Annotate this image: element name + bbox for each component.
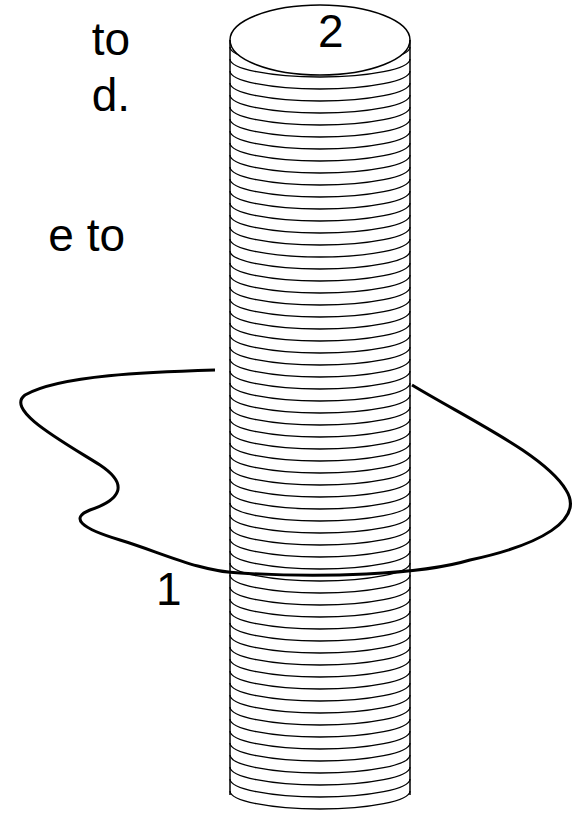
coil-turn <box>230 551 410 569</box>
solenoid-coils <box>230 47 410 809</box>
coil-turn <box>230 131 410 149</box>
coil-turn <box>230 359 410 377</box>
coil-turn <box>230 335 410 353</box>
coil-turn <box>230 443 410 461</box>
coil-turn <box>230 371 410 389</box>
coil-turn <box>230 287 410 305</box>
coil-turn <box>230 467 410 485</box>
coil-turn <box>230 539 410 557</box>
coil-turn <box>230 647 410 665</box>
coil-turn <box>230 155 410 173</box>
coil-turn <box>230 791 410 809</box>
coil-turn <box>230 731 410 749</box>
solenoid-side <box>229 40 231 795</box>
coil-turn <box>230 239 410 257</box>
coil-turn <box>230 575 410 593</box>
coil-turn <box>230 215 410 233</box>
coil-turn <box>230 263 410 281</box>
coil-turn <box>230 623 410 641</box>
coil-turn <box>230 395 410 413</box>
coil-turn <box>230 227 410 245</box>
coil-turn <box>230 203 410 221</box>
callout-number: 1 <box>156 566 182 612</box>
coil-turn <box>230 707 410 725</box>
coil-turn <box>230 611 410 629</box>
coil-turn <box>230 779 410 797</box>
coil-turn <box>230 119 410 137</box>
coil-turn <box>230 431 410 449</box>
coil-turn <box>230 311 410 329</box>
coil-turn <box>230 407 410 425</box>
coil-turn <box>230 671 410 689</box>
coil-turn <box>230 191 410 209</box>
coil-turn <box>230 527 410 545</box>
coil-turn <box>230 299 410 317</box>
coil-turn <box>230 767 410 785</box>
callout-number: 2 <box>318 8 344 54</box>
coil-turn <box>230 83 410 101</box>
coil-turn <box>230 107 410 125</box>
coil-turn <box>230 323 410 341</box>
coil-turn <box>230 167 410 185</box>
text-fragment: to <box>92 16 130 62</box>
coil-turn <box>230 455 410 473</box>
coil-turn <box>230 587 410 605</box>
coil-turn <box>230 143 410 161</box>
wire-loop <box>21 370 571 575</box>
coil-turn <box>230 179 410 197</box>
coil-turn <box>230 491 410 509</box>
coil-turn <box>230 503 410 521</box>
solenoid-top <box>230 5 410 75</box>
coil-turn <box>230 275 410 293</box>
coil-turn <box>230 599 410 617</box>
coil-turn <box>230 419 410 437</box>
coil-turn <box>230 755 410 773</box>
coil-turn <box>230 743 410 761</box>
coil-turn <box>230 695 410 713</box>
coil-turn <box>230 659 410 677</box>
coil-turn <box>230 515 410 533</box>
coil-turn <box>230 347 410 365</box>
coil-turn <box>230 683 410 701</box>
coil-turn <box>230 95 410 113</box>
solenoid-side <box>409 40 411 795</box>
text-fragment: e to <box>48 212 125 258</box>
coil-turn <box>230 251 410 269</box>
text-fragment: d. <box>92 72 130 118</box>
coil-turn <box>230 383 410 401</box>
coil-turn <box>230 479 410 497</box>
coil-turn <box>230 635 410 653</box>
coil-turn <box>230 719 410 737</box>
